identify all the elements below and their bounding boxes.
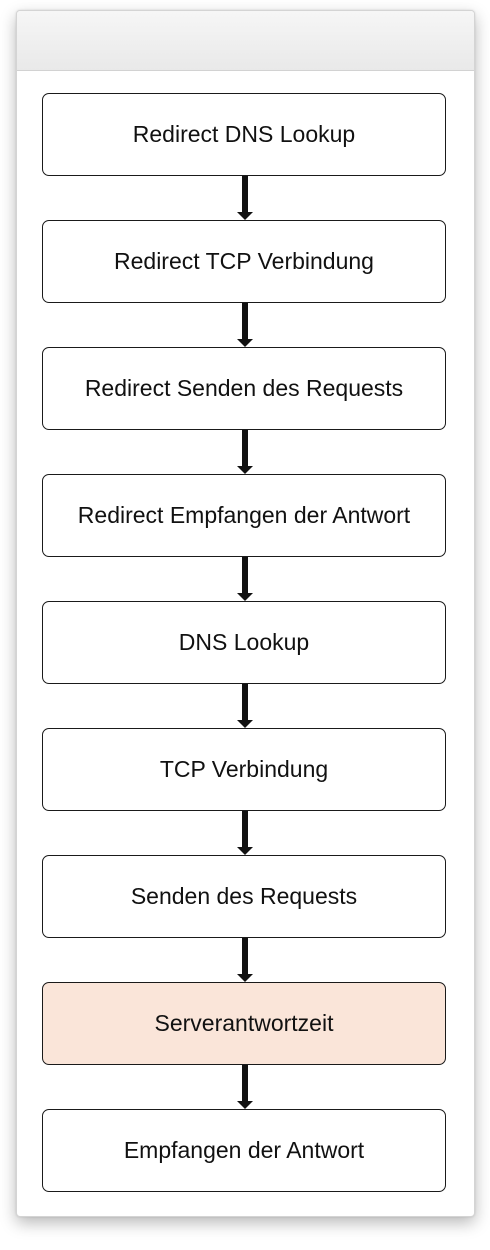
arrow-down-icon — [237, 720, 253, 728]
flow-step-1: Redirect DNS Lookup — [42, 93, 446, 176]
flow-step-2: Redirect TCP Verbindung — [42, 220, 446, 303]
arrow-down-icon — [237, 466, 253, 474]
flow-step-5: DNS Lookup — [42, 601, 446, 684]
window-titlebar — [17, 11, 474, 71]
arrow-down-icon — [237, 339, 253, 347]
flow-arrow-5 — [237, 684, 253, 728]
flow-arrow-8 — [237, 1065, 253, 1109]
flow-step-9: Empfangen der Antwort — [42, 1109, 446, 1192]
flow-step-6: TCP Verbindung — [42, 728, 446, 811]
flow-arrow-1 — [237, 176, 253, 220]
arrow-down-icon — [237, 1101, 253, 1109]
flow-step-3: Redirect Senden des Requests — [42, 347, 446, 430]
flow-arrow-6 — [237, 811, 253, 855]
flow-step-7: Senden des Requests — [42, 855, 446, 938]
flow-arrow-3 — [237, 430, 253, 474]
arrow-down-icon — [237, 847, 253, 855]
arrow-down-icon — [237, 593, 253, 601]
arrow-down-icon — [237, 974, 253, 982]
flow-arrow-7 — [237, 938, 253, 982]
flow-step-8: Serverantwortzeit — [42, 982, 446, 1065]
flow-arrow-2 — [237, 303, 253, 347]
arrow-down-icon — [237, 212, 253, 220]
flow-arrow-4 — [237, 557, 253, 601]
flow-step-4: Redirect Empfangen der Antwort — [42, 474, 446, 557]
